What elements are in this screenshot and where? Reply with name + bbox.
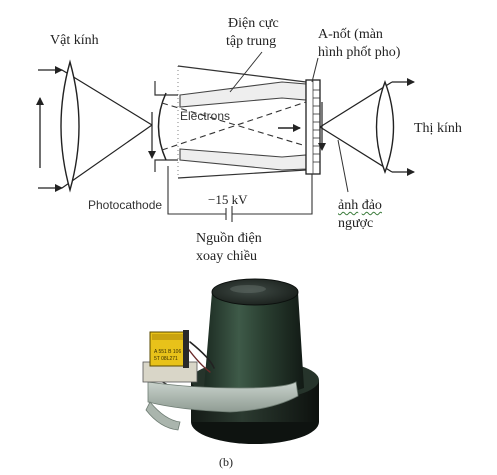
tube-body: [154, 65, 307, 179]
transformer-tag-line-1: A 551 B 106: [154, 349, 182, 355]
eyepiece-label: Thị kính: [414, 121, 462, 136]
inverted-image-word-2: đảo: [361, 198, 382, 213]
eyepiece-lens: [375, 80, 395, 174]
focusing-electrode: [179, 81, 307, 171]
leader-anode: [311, 57, 319, 83]
device-cylinder: [204, 278, 304, 397]
electrons-label: Electrons: [180, 109, 231, 123]
transformer-tag-line-2: 5T 08L271: [154, 356, 178, 362]
device-photo: [142, 278, 319, 444]
leader-focusing-electrode: [229, 51, 263, 93]
focusing-electrode-label-1: Điện cực: [228, 16, 279, 31]
inverted-image-label-2: ngược: [338, 216, 374, 231]
photocathode-plate: [157, 92, 167, 161]
voltage-label: −15 kV: [208, 192, 248, 207]
device-transformer: [142, 330, 198, 383]
power-source-label-2: xoay chiều: [196, 249, 258, 264]
power-source-label-1: Nguồn điện: [196, 231, 262, 246]
objective-lens: [60, 59, 80, 193]
electron-paths: [161, 101, 307, 151]
inverted-image-label-1: ảnh đảo: [338, 197, 382, 214]
anode-screen: [305, 79, 321, 175]
focusing-electrode-label-2: tập trung: [226, 34, 277, 49]
photocathode-label: Photocathode: [88, 198, 163, 212]
inverted-image-word-1: ảnh: [338, 198, 359, 213]
anode-label-1: A-nốt (màn: [318, 27, 383, 42]
incoming-ray-bottom: [38, 124, 153, 192]
device-cable-band: [145, 381, 299, 431]
anode-label-2: hình phốt pho): [318, 45, 401, 60]
incoming-ray-top: [38, 66, 153, 126]
objective-lens-label: Vật kính: [50, 33, 99, 48]
power-circuit: [167, 166, 313, 222]
outgoing-rays: [319, 78, 415, 176]
leader-inverted-image: [337, 139, 349, 193]
figure-caption: (b): [219, 455, 233, 469]
image-intensifier-diagram: [36, 51, 415, 222]
